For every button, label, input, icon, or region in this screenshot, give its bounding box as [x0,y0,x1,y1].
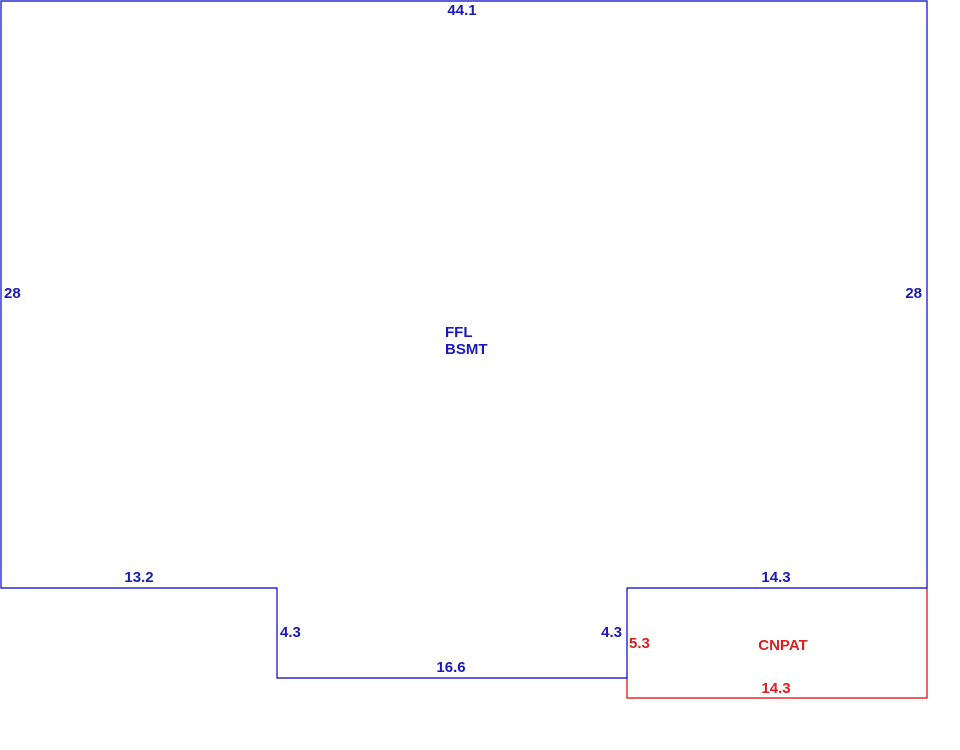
dimension-top: 44.1 [447,2,476,19]
area-label-ffl: FFL [445,324,473,341]
area-label-bsmt: BSMT [445,341,488,358]
patio-dimension-bottom: 14.3 [761,680,790,697]
dimension-notch-right-side: 4.3 [601,624,622,641]
patio-dimension-left: 5.3 [629,635,650,652]
dimension-right: 28 [905,285,922,302]
dimension-notch-left-side: 4.3 [280,624,301,641]
dimension-bottom-right: 14.3 [761,569,790,586]
dimension-bottom-left: 13.2 [124,569,153,586]
patio-outline [626,588,928,699]
patio-label: CNPAT [758,637,807,654]
basement-outline [0,0,928,679]
dimension-left: 28 [4,285,21,302]
dimension-notch-bottom: 16.6 [436,659,465,676]
